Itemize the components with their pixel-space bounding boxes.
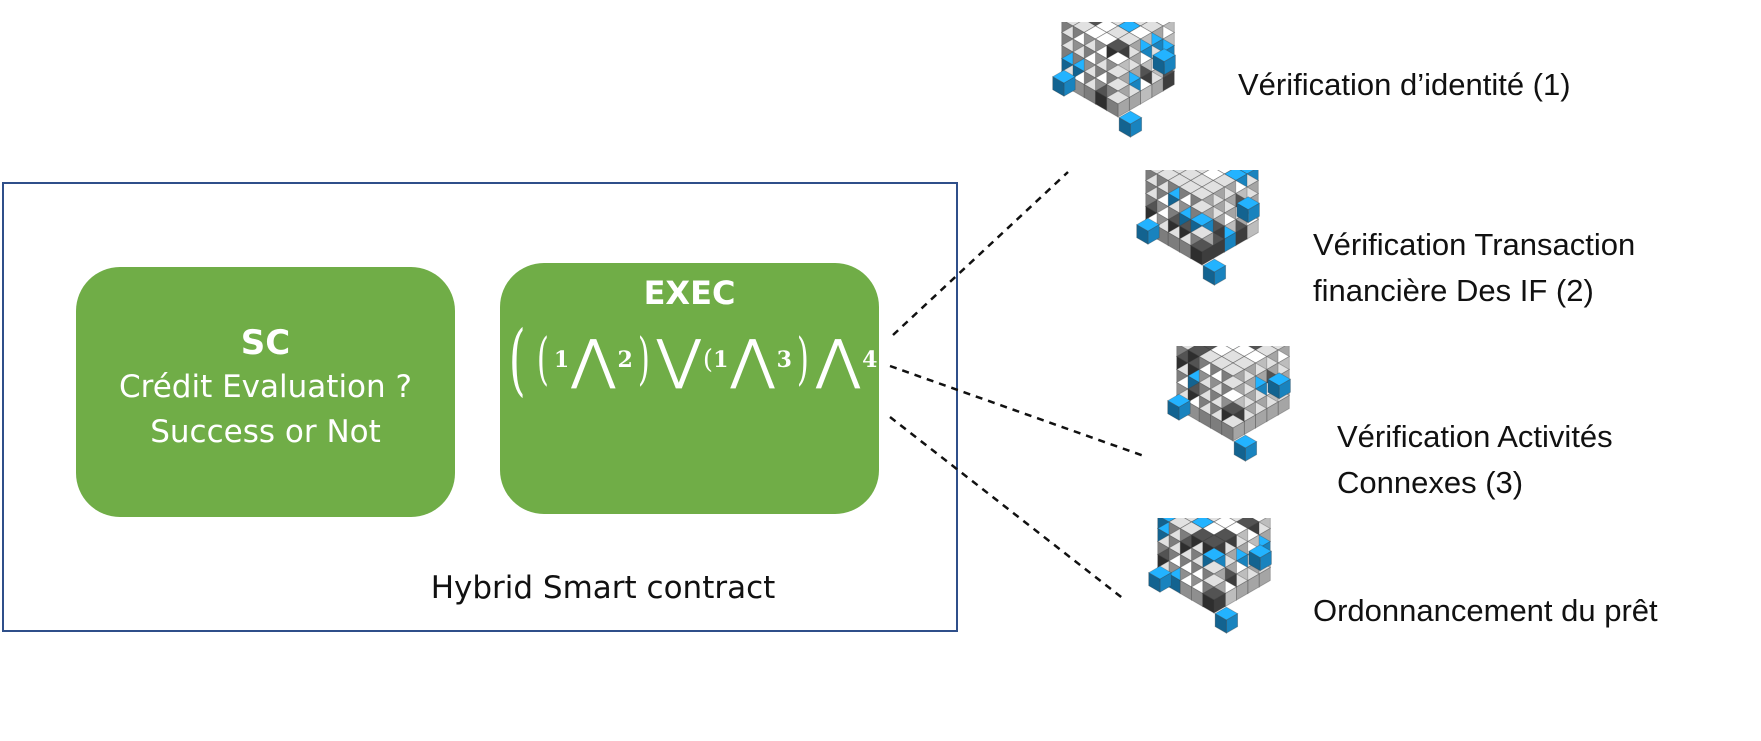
sc-line-2: Success or Not	[150, 414, 381, 450]
hybrid-contract-frame	[2, 182, 958, 632]
node-label-2-line-2: financière Des IF (2)	[1313, 273, 1594, 308]
connector-3	[889, 416, 1126, 601]
node-label-1-line-1: Vérification d’identité (1)	[1238, 67, 1571, 102]
formula-operand-5: 4	[862, 347, 878, 373]
sc-title: SC	[240, 323, 291, 363]
formula-operand-3: 1	[713, 347, 729, 373]
formula-paren-open-inner: (	[536, 327, 549, 392]
formula-operand-2: 2	[617, 347, 633, 373]
exec-box: EXEC ( ( 1 ⋀ 2 ) ⋁ ( 1 ⋀ 3 ) ⋀ 4	[500, 263, 879, 514]
formula-paren-close-inner: )	[637, 327, 650, 392]
formula-paren-close-outer: )	[796, 327, 809, 392]
node-label-3-line-2: Connexes (3)	[1337, 465, 1524, 500]
node-label-1: Vérification d’identité (1)	[1238, 62, 1571, 108]
cube-icon	[1133, 266, 1333, 534]
formula-or: ⋁	[656, 328, 701, 391]
formula-paren-open-outer: (	[508, 315, 526, 405]
node-label-2: Vérification Transaction financière Des …	[1313, 222, 1635, 314]
formula-and-1: ⋀	[571, 328, 616, 391]
formula-operand-4: 3	[776, 347, 792, 373]
node-label-4: Ordonnancement du prêt	[1313, 588, 1658, 634]
formula-and-2: ⋀	[730, 328, 775, 391]
exec-title: EXEC	[643, 274, 736, 312]
cube-icon	[1102, 90, 1302, 358]
node-label-3-line-1: Vérification Activités	[1337, 419, 1613, 454]
sc-box: SC Crédit Evaluation ? Success or Not	[76, 267, 455, 517]
node-label-2-line-1: Vérification Transaction	[1313, 227, 1636, 262]
node-2	[1102, 90, 1302, 358]
node-label-4-line-1: Ordonnancement du prêt	[1313, 593, 1658, 628]
exec-formula: ( ( 1 ⋀ 2 ) ⋁ ( 1 ⋀ 3 ) ⋀ 4	[500, 321, 879, 399]
node-3	[1133, 266, 1333, 534]
formula-operand-1: 1	[553, 347, 570, 373]
formula-and-3: ⋀	[815, 328, 861, 391]
connector-1	[892, 171, 1069, 336]
sc-line-1: Crédit Evaluation ?	[119, 369, 412, 405]
node-4	[1114, 438, 1314, 706]
node-label-3: Vérification Activités Connexes (3)	[1337, 414, 1613, 506]
contract-caption: Hybrid Smart contract	[430, 570, 776, 606]
connector-2	[889, 364, 1145, 458]
cube-icon	[1114, 438, 1314, 706]
formula-paren-open-small: (	[702, 345, 714, 375]
